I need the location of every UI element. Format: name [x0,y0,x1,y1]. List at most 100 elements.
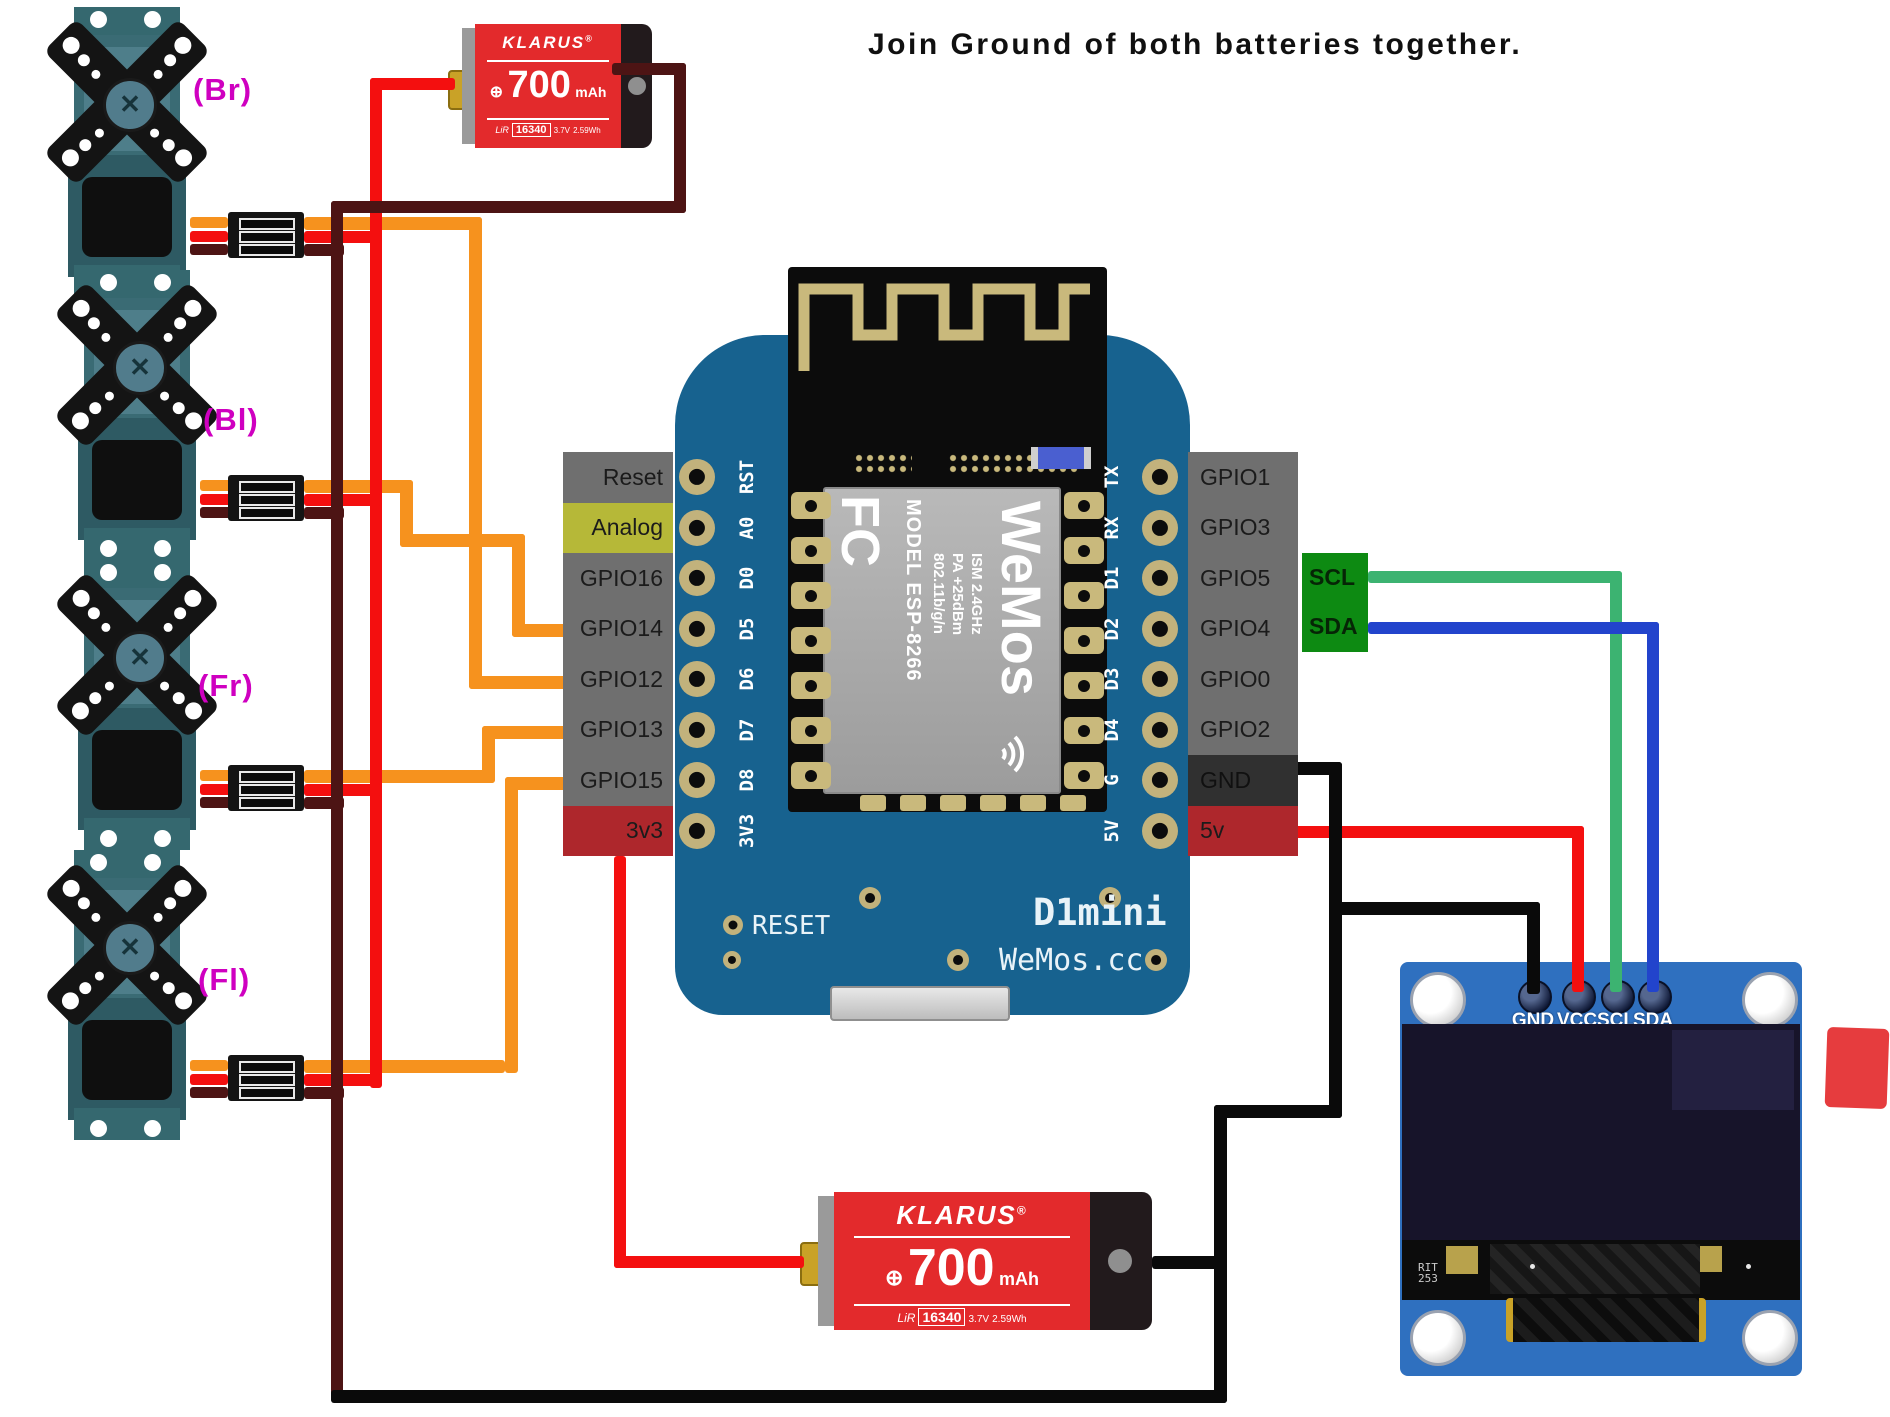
wire-orange [200,480,238,491]
servo-motor: ✕ [43,7,211,297]
screw-icon [1410,972,1466,1028]
oled-ribbon-connector [1506,1298,1706,1342]
pin-row-analog: Analog [563,502,673,553]
scl-label: SCL [1309,564,1355,590]
wire-red [304,784,382,796]
pin-row-gpio14: GPIO14 [563,603,673,654]
wire-orange [505,777,569,790]
castellation-pad [791,492,831,519]
board-hole [723,951,741,969]
wire-black [1329,902,1540,915]
wire-red [1572,826,1584,992]
module-bottom-pad [940,795,966,811]
castellation-pad [1064,582,1104,609]
wire-red [370,78,382,1088]
wire-red [200,784,238,795]
wifi-arcs-icon [1001,735,1025,773]
castellation-pad [791,627,831,654]
castellation-pad [791,717,831,744]
battery-brand: KLARUS® [502,33,594,52]
oled-pin-gnd [1518,980,1552,1014]
servo-mount-tab [84,528,190,560]
wire-orange [482,726,569,739]
shield-model-text: MODEL ESP-8266 [902,499,924,682]
sda-label: SDA [1309,613,1358,639]
pin-hole [1142,812,1178,849]
pin-row-5v: 5v [1188,805,1298,856]
servo-label-panel [82,1020,172,1100]
pin-hole [679,560,715,597]
pcb-pin-label: A0 [736,516,758,540]
wire-green [1368,571,1622,583]
usb-connector [830,986,1010,1021]
wire-maroon [190,1087,228,1098]
pin-row-gpio3: GPIO3 [1188,502,1298,553]
smd-component [1031,447,1091,469]
servo-label-panel [92,440,182,520]
board-hole [1145,949,1167,971]
wire-blue [1368,622,1659,634]
pcb-pin-label: 3V3 [736,813,758,848]
wire-red [304,494,382,506]
pin-hole [679,711,715,748]
battery-capacity: ⊕ 700 mAh [489,64,607,106]
module-bottom-pad [1060,795,1086,811]
castellation-pad [1064,672,1104,699]
screw-icon [1742,1310,1798,1366]
wire-red [1292,826,1584,838]
pin-hole [1142,509,1178,546]
pin-hole [679,459,715,496]
wire-orange [304,217,482,230]
pin-hole [1142,711,1178,748]
pin-hole [679,812,715,849]
battery-spec: LiR 16340 3.7V 2.59Wh [897,1308,1027,1326]
wire-maroon [304,1087,344,1099]
pin-row-gpio5: GPIO5 [1188,553,1298,604]
pin-hole [1142,459,1178,496]
wire-maroon [612,63,686,75]
servo-horn-screw: ✕ [103,78,157,132]
wire-orange [512,624,569,637]
shield-spec-text: ISM 2.4GHz PA +25dBm 802.11b/g/n [930,553,985,636]
wire-black [1214,1105,1342,1118]
esp8266-module: FC MODEL ESP-8266 ISM 2.4GHz PA +25dBm 8… [788,267,1107,812]
wire-orange [190,217,228,228]
wire-black [331,1390,1227,1403]
silk-reset-label: RESET [752,911,831,941]
wire-red [614,856,626,1268]
reset-hole [723,915,743,935]
pin-row-gpio13: GPIO13 [563,704,673,755]
servo-lower-body [78,418,196,540]
pin-row-gpio15: GPIO15 [563,755,673,806]
wire-orange [469,217,482,689]
wifi-antenna-icon [798,283,1090,371]
pcb-pin-label: D2 [1101,617,1123,641]
pcb-pin-label: D5 [736,617,758,641]
wire-orange [400,534,525,547]
pin-hole [679,762,715,799]
wire-red [304,231,382,243]
servo-lower-body [68,155,186,277]
pcb-pin-label: D6 [736,667,758,691]
wire-black [1214,1105,1227,1403]
wire-red [200,494,238,505]
red-sticker [1824,1026,1890,1110]
servo-label: (Bl) [203,402,259,437]
pin-row-gnd: GND [1188,755,1298,806]
wire-orange [304,1060,505,1073]
wire-green [1610,571,1622,992]
module-bottom-pad [900,795,926,811]
battery-spec: LiR 16340 3.7V 2.59Wh [495,123,601,137]
wire-red [614,1256,804,1268]
castellation-pad [791,672,831,699]
servo-label-panel [92,730,182,810]
pcb-pin-label: D1 [1101,566,1123,590]
pin-row-gpio16: GPIO16 [563,553,673,604]
wire-orange [304,770,495,783]
board-hole [859,887,881,909]
pin-row-gpio2: GPIO2 [1188,704,1298,755]
